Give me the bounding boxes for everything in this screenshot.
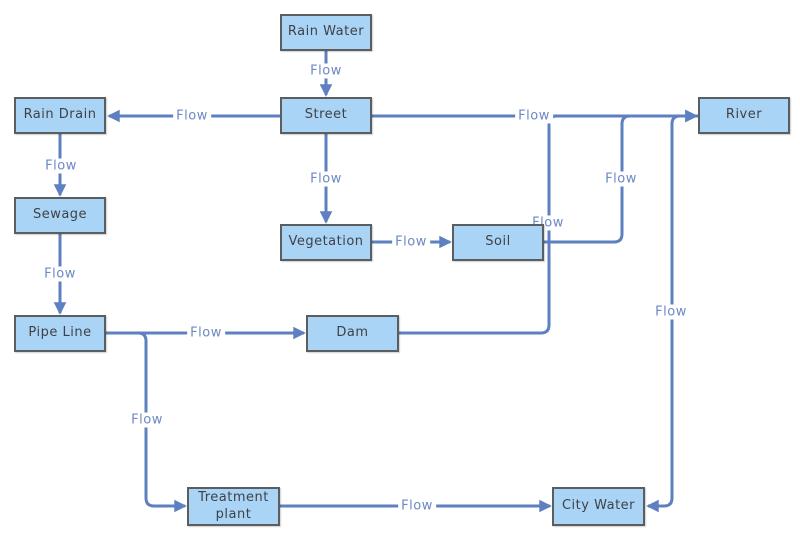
edge-label-street-river: Flow: [515, 108, 553, 124]
node-city-water: City Water: [552, 487, 645, 526]
node-pipe-line: Pipe Line: [14, 315, 106, 352]
edge-label-rain-water-street: Flow: [307, 63, 345, 79]
node-rain-water: Rain Water: [280, 14, 372, 51]
edge-label-pipe-line-dam: Flow: [187, 325, 225, 341]
node-dam: Dam: [306, 315, 399, 352]
edge-label-rain-drain-sewage: Flow: [42, 158, 80, 174]
edge-label-street-rain-drain: Flow: [173, 108, 211, 124]
edge-label-sewage-pipe-line: Flow: [41, 266, 79, 282]
edge-label-soil-river: Flow: [602, 171, 640, 187]
edge-label-street-vegetation: Flow: [307, 171, 345, 187]
node-rain-drain: Rain Drain: [14, 97, 106, 134]
node-sewage: Sewage: [14, 197, 106, 234]
edge-label-pipe-line-treatment: Flow: [128, 412, 166, 428]
node-vegetation: Vegetation: [280, 224, 372, 261]
node-treatment-plant: Treatment plant: [187, 487, 280, 526]
edge-label-vegetation-soil: Flow: [392, 234, 430, 250]
edge-label-treatment-city-water: Flow: [398, 498, 436, 514]
node-river: River: [698, 97, 790, 134]
node-soil: Soil: [452, 224, 544, 261]
edge-label-river-city-water: Flow: [652, 304, 690, 320]
node-street: Street: [280, 97, 372, 134]
